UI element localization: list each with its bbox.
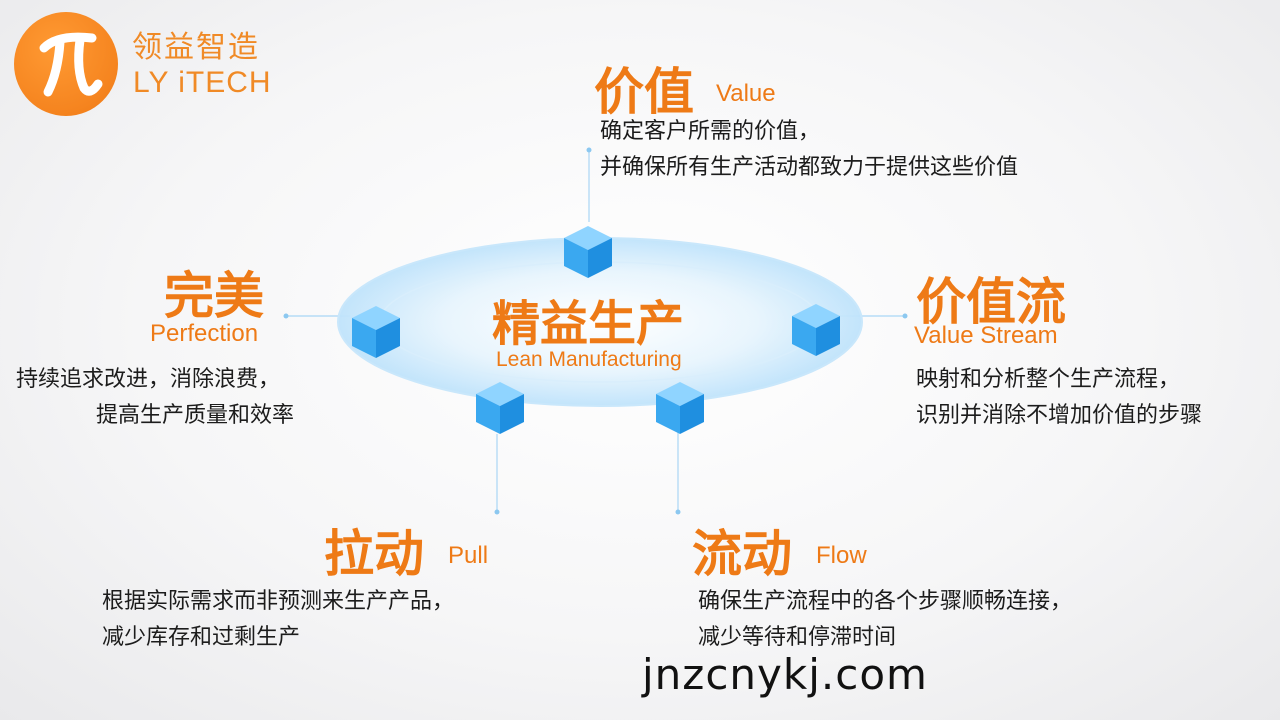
- pull-desc-line-1: 根据实际需求而非预测来生产产品，: [102, 589, 455, 614]
- cube-icon-value: [564, 226, 612, 278]
- value-stream-desc-line-1: 映射和分析整个生产流程，: [916, 367, 1181, 392]
- pull-desc: 根据实际需求而非预测来生产产品， 减少库存和过剩生产: [102, 584, 454, 656]
- perfection-desc: 持续追求改进，消除浪费， 提高生产质量和效率: [16, 362, 294, 434]
- perfection-title-en: Perfection: [150, 320, 259, 347]
- flow-title-en: Flow: [816, 542, 867, 569]
- logo-badge: [14, 12, 118, 116]
- logo-name-cn: 领益智造: [132, 30, 260, 65]
- value-title-cn: 价值: [594, 63, 694, 121]
- pi-logo-icon: [39, 32, 103, 97]
- value-stream-title-en: Value Stream: [914, 322, 1058, 349]
- perfection-desc-line-1: 持续追求改进，消除浪费，: [16, 367, 281, 392]
- flow-desc: 确保生产流程中的各个步骤顺畅连接， 减少等待和停滞时间: [698, 584, 1072, 656]
- value-stream-desc-line-2: 识别并消除不增加价值的步骤: [916, 403, 1203, 428]
- connector-dot-perfection: [283, 313, 289, 319]
- perfection-desc-line-2: 提高生产质量和效率: [96, 403, 295, 428]
- connector-dot-flow: [675, 509, 681, 515]
- flow-desc-line-1: 确保生产流程中的各个步骤顺畅连接，: [698, 589, 1073, 614]
- value-title-en: Value: [716, 80, 776, 107]
- logo-name-en: LY iTECH: [133, 66, 272, 99]
- value-stream-title-cn: 价值流: [916, 273, 1066, 331]
- watermark-text: jnzcnykj.com: [642, 650, 928, 699]
- cube-icon-flow: [656, 382, 704, 434]
- connector-dot-pull: [494, 509, 500, 515]
- cube-icon-perfection: [352, 306, 400, 358]
- pull-title-cn: 拉动: [324, 525, 424, 583]
- connector-dot-value: [586, 147, 592, 153]
- perfection-title-cn: 完美: [164, 267, 264, 325]
- connector-dot-value-stream: [902, 313, 908, 319]
- value-desc-line-2: 并确保所有生产活动都致力于提供这些价值: [600, 155, 1019, 180]
- center-title-en: Lean Manufacturing: [496, 348, 682, 371]
- value-stream-desc: 映射和分析整个生产流程， 识别并消除不增加价值的步骤: [916, 362, 1202, 434]
- pull-desc-line-2: 减少库存和过剩生产: [102, 625, 301, 650]
- value-desc-line-1: 确定客户所需的价值，: [600, 119, 821, 144]
- value-desc: 确定客户所需的价值， 并确保所有生产活动都致力于提供这些价值: [600, 114, 1018, 186]
- flow-title-cn: 流动: [692, 525, 792, 583]
- center-title-cn: 精益生产: [492, 296, 685, 352]
- flow-desc-line-2: 减少等待和停滞时间: [698, 625, 897, 650]
- cube-icon-value-stream: [792, 304, 840, 356]
- pull-title-en: Pull: [448, 542, 489, 569]
- cube-icon-pull: [476, 382, 524, 434]
